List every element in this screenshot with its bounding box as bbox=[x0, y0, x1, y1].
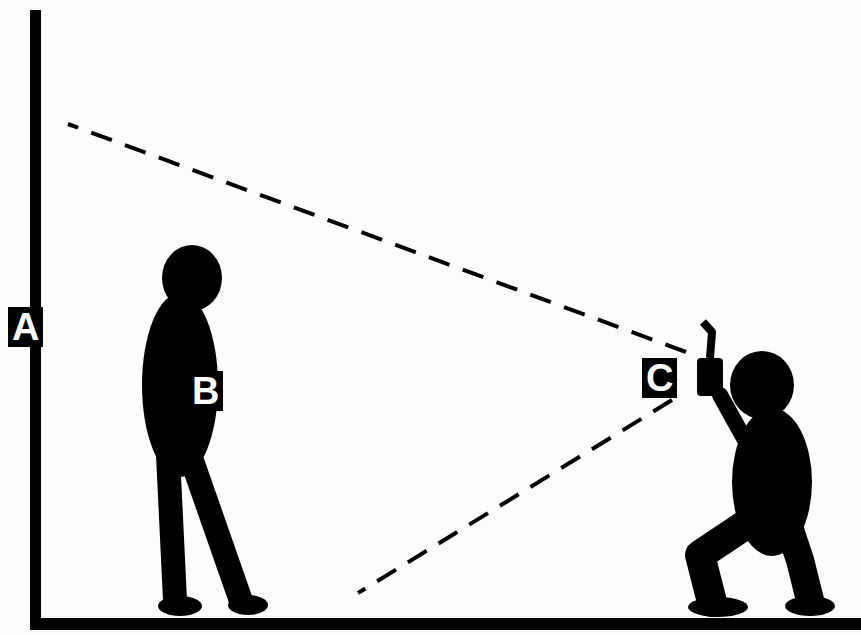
view-line bbox=[358, 400, 672, 593]
part-label: B bbox=[188, 371, 223, 411]
standing-person bbox=[142, 245, 268, 616]
crouching-photographer bbox=[688, 351, 835, 617]
part-label: A bbox=[8, 307, 43, 347]
part-label: C bbox=[642, 358, 677, 398]
camera-symbol bbox=[697, 322, 723, 396]
floor bbox=[30, 618, 861, 630]
